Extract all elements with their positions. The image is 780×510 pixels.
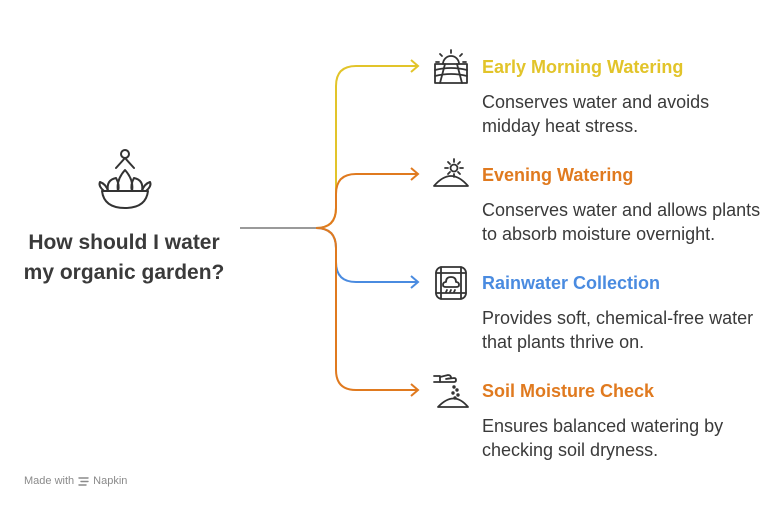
arrowhead-early-morning xyxy=(410,59,420,73)
arrowhead-rainwater xyxy=(410,275,420,289)
branch-title-rainwater: Rainwater Collection xyxy=(482,273,661,293)
branch-title-early-morning: Early Morning Watering xyxy=(482,57,684,77)
branch-title-soil-moisture: Soil Moisture Check xyxy=(482,381,655,401)
branch-connector-evening xyxy=(315,173,418,229)
branch-connector-early-morning xyxy=(315,65,418,229)
made-with-napkin-footer: Made with Napkin xyxy=(24,475,127,487)
branch-description-rainwater: Provides soft, chemical-free water that … xyxy=(482,308,754,352)
branch-connector-soil-moisture xyxy=(315,227,418,391)
branch-description-evening: Conserves water and allows plants to abs… xyxy=(482,200,761,244)
arrowhead-soil-moisture xyxy=(410,383,420,397)
sunset-icon xyxy=(433,158,469,187)
arrowhead-evening xyxy=(410,167,420,181)
napkin-brand-label: Napkin xyxy=(93,475,128,487)
branch-description-soil-moisture: Ensures balanced watering by checking so… xyxy=(482,416,724,460)
napkin-logo-icon xyxy=(78,476,89,486)
branch-description-early-morning: Conserves water and avoids midday heat s… xyxy=(482,92,710,136)
rain-barrel-icon xyxy=(435,266,467,300)
branch-connector-rainwater xyxy=(315,227,418,283)
branch-title-evening: Evening Watering xyxy=(482,165,634,185)
flower-bowl-icon xyxy=(98,149,152,209)
made-with-label: Made with xyxy=(24,475,75,487)
hand-soil-icon xyxy=(433,374,469,408)
sunrise-field-icon xyxy=(434,49,468,84)
central-question: How should I water my organic garden? xyxy=(23,231,225,284)
